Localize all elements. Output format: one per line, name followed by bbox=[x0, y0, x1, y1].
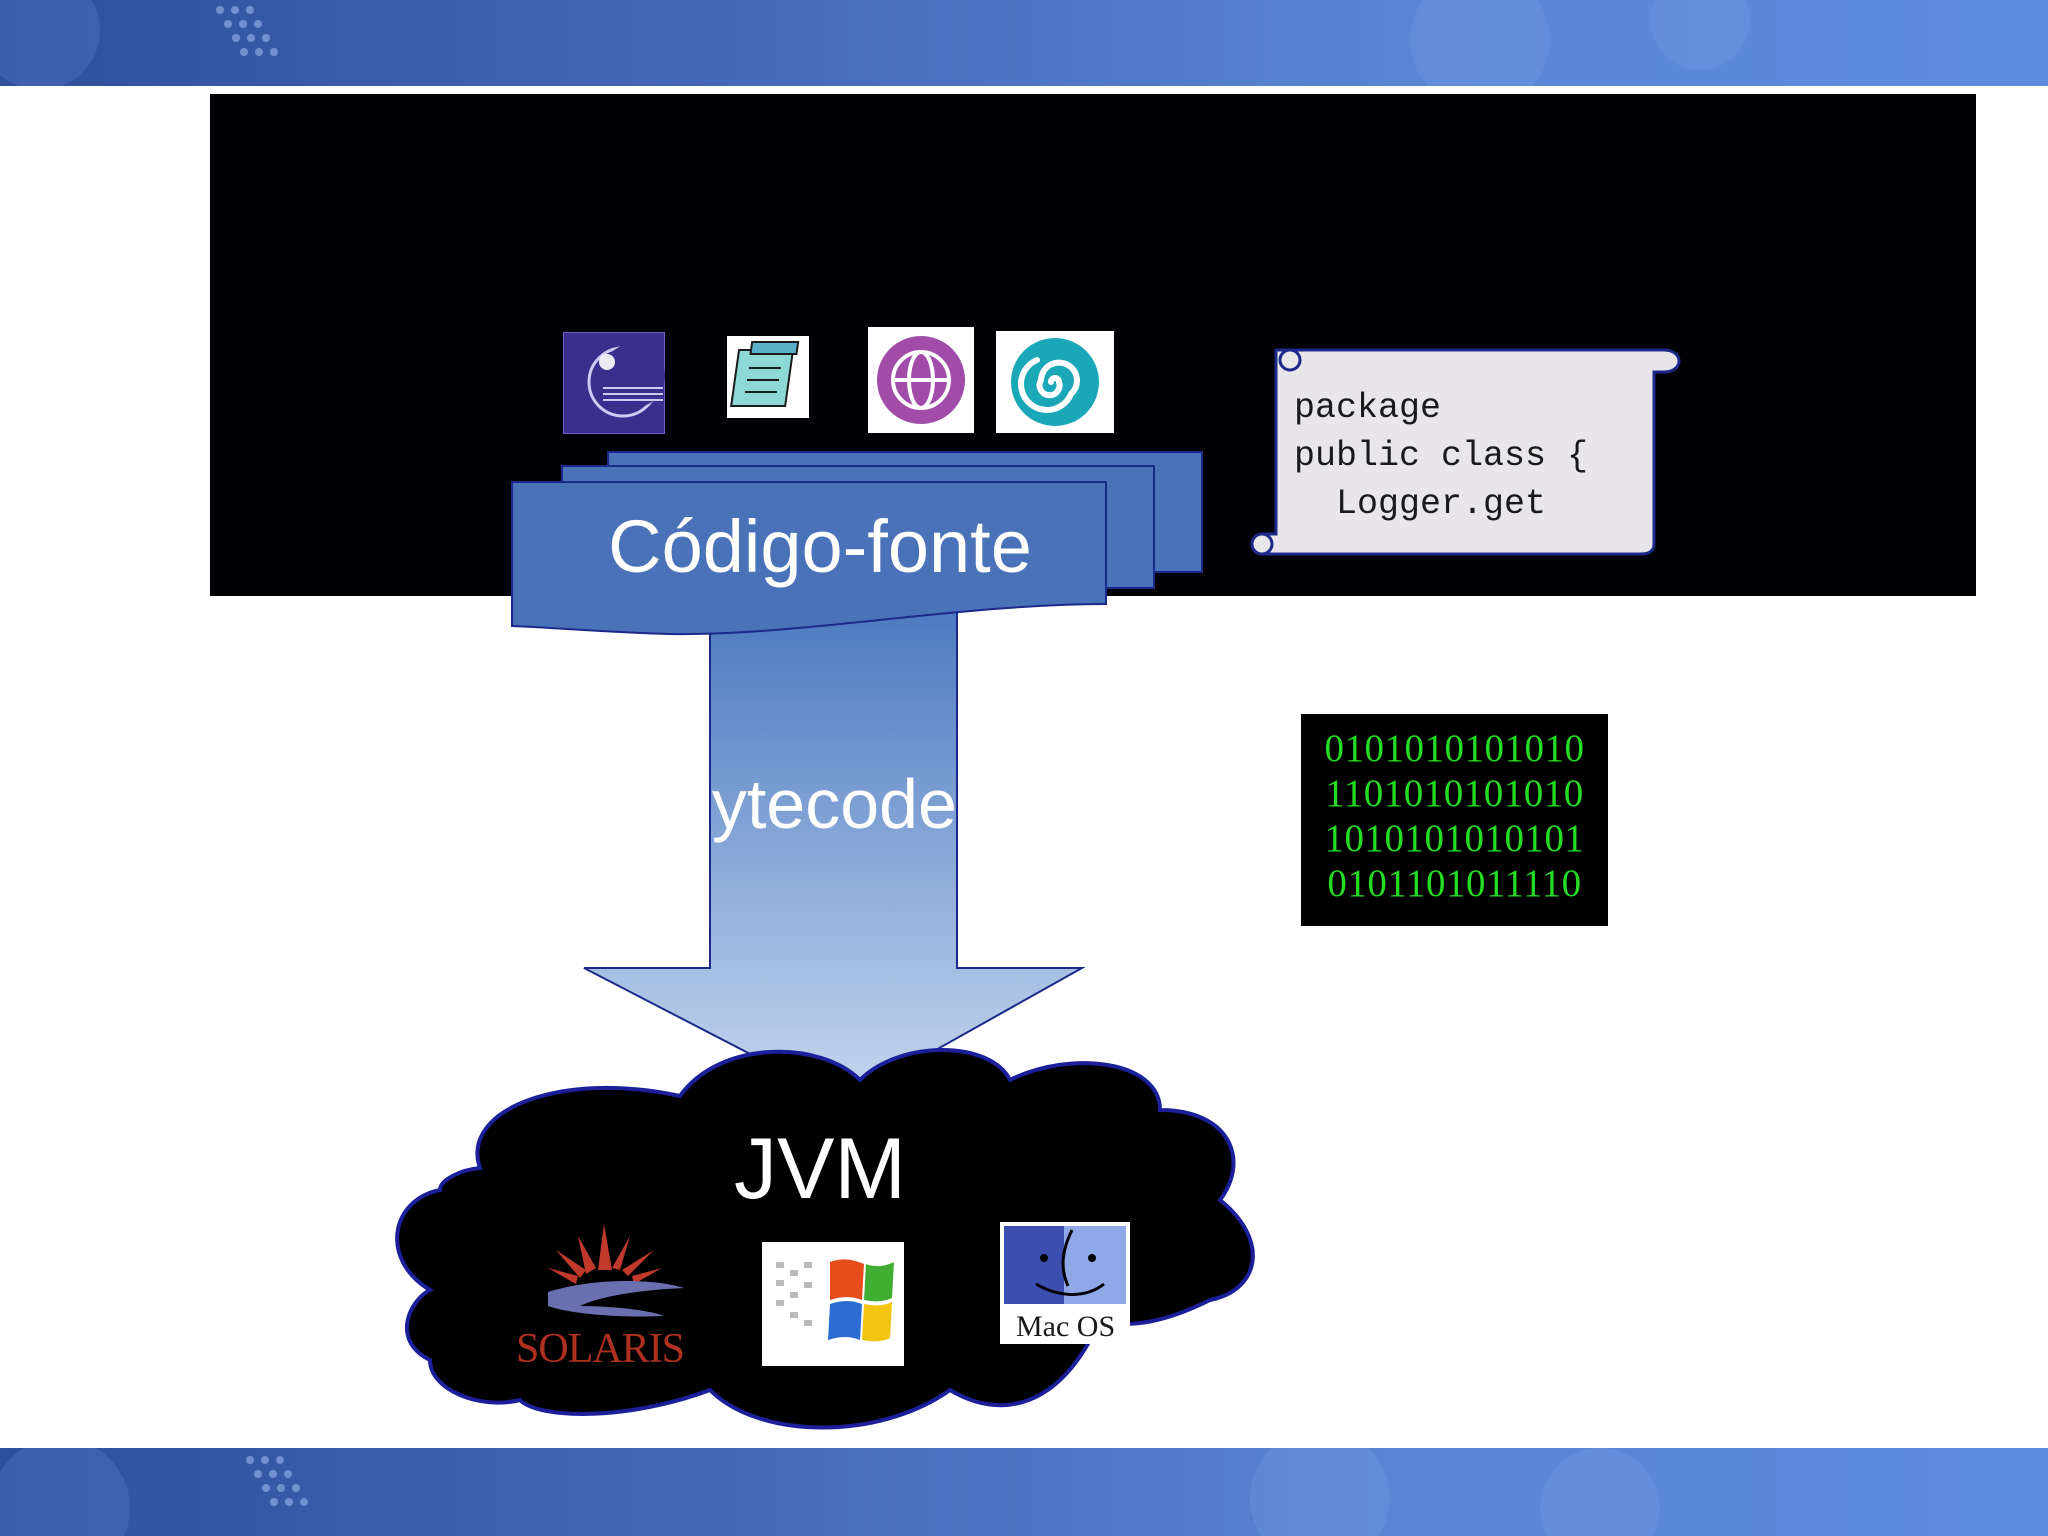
bytecode-binary-box: 0101010101010 1101010101010 101010101010… bbox=[1301, 714, 1608, 926]
macos-logo: Mac OS bbox=[1000, 1222, 1130, 1344]
jvm-label: JVM bbox=[734, 1121, 906, 1217]
bytecode-label: Bytecode bbox=[709, 765, 957, 843]
binary-line: 1010101010101 bbox=[1324, 817, 1585, 860]
band-dots-decoration bbox=[0, 0, 1750, 86]
bottom-footer-band bbox=[0, 1448, 2048, 1536]
source-code-label: Código-fonte bbox=[608, 505, 1032, 588]
source-document-front bbox=[511, 481, 1107, 636]
binary-line: 0101101011110 bbox=[1327, 862, 1582, 905]
binary-line: 0101010101010 bbox=[1324, 727, 1585, 770]
code-line: package bbox=[1294, 388, 1442, 428]
svg-text:Mac OS: Mac OS bbox=[1016, 1310, 1115, 1343]
band-dots-decoration bbox=[0, 1448, 1660, 1536]
code-line: public class { bbox=[1294, 436, 1589, 476]
solaris-logo: SOLARIS bbox=[516, 1224, 685, 1372]
code-line: Logger.get bbox=[1294, 484, 1547, 524]
windows-logo bbox=[762, 1242, 904, 1366]
spiral-icon bbox=[996, 331, 1114, 433]
binary-line: 1101010101010 bbox=[1325, 772, 1584, 815]
eclipse-icon bbox=[563, 332, 665, 434]
code-snippet: package public class { Logger.get bbox=[1294, 384, 1588, 528]
globe-icon bbox=[868, 327, 974, 433]
notepad-icon bbox=[727, 336, 809, 418]
top-header-band bbox=[0, 0, 2048, 86]
code-scroll bbox=[1250, 348, 1681, 556]
svg-text:SOLARIS: SOLARIS bbox=[516, 1326, 684, 1372]
source-document-stack bbox=[511, 451, 1203, 636]
down-arrow bbox=[583, 599, 1086, 1104]
